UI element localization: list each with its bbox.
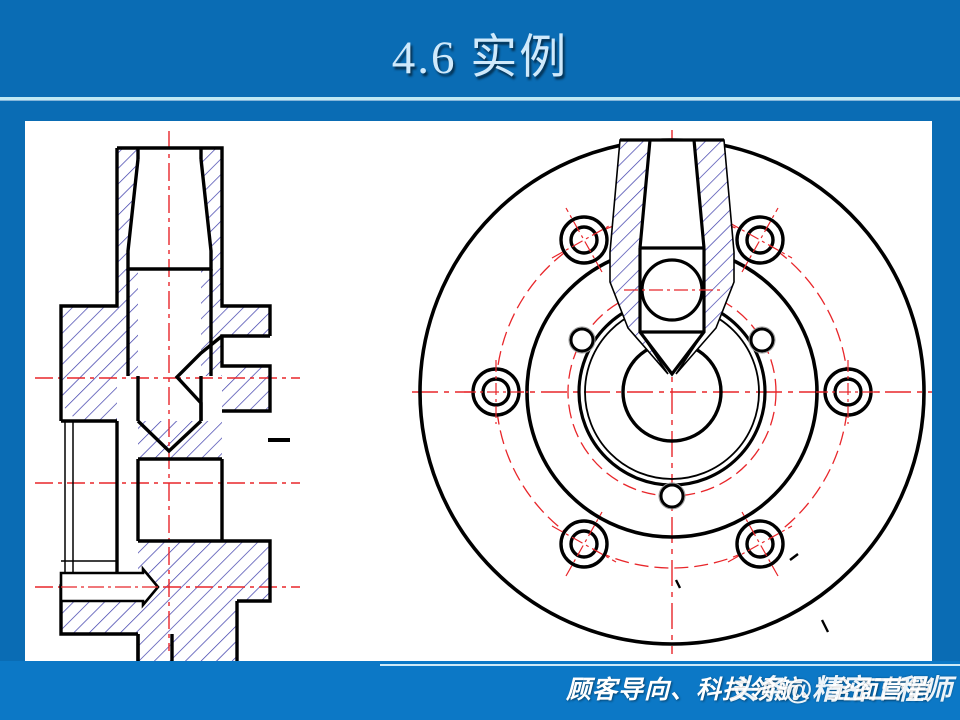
bolt-hole (727, 207, 793, 273)
front-sectional-view (35, 131, 300, 661)
pin-hole (568, 326, 596, 354)
section-tick-marks (674, 553, 830, 633)
thin-lines-left-view (61, 421, 117, 586)
technical-drawing (35, 130, 932, 661)
drawing-panel (25, 121, 932, 661)
bolt-hole (551, 207, 617, 273)
footer-divider (380, 664, 960, 666)
bolt-hole-group (464, 207, 880, 577)
bolt-hole (816, 360, 880, 424)
watermark-label: 头条@精密工程师 (728, 674, 952, 705)
partial-section-top (609, 138, 735, 377)
bolt-hole (727, 511, 793, 577)
footer-slogan: 顾客导向、科技领航、全面营销 (565, 677, 930, 704)
pin-hole (658, 482, 686, 510)
page-title: 4.6 实例 (391, 32, 569, 84)
section-dash-mark (268, 438, 290, 442)
title-divider (0, 97, 960, 100)
slide-footer (0, 661, 960, 720)
bolt-hole (551, 511, 617, 577)
pin-hole-group (568, 326, 776, 510)
circular-end-view (412, 130, 932, 654)
slide-title-bar: 4.6 实例 (0, 0, 960, 100)
pin-hole (748, 326, 776, 354)
side-pin-hole (59, 565, 160, 609)
bolt-hole (464, 360, 528, 424)
